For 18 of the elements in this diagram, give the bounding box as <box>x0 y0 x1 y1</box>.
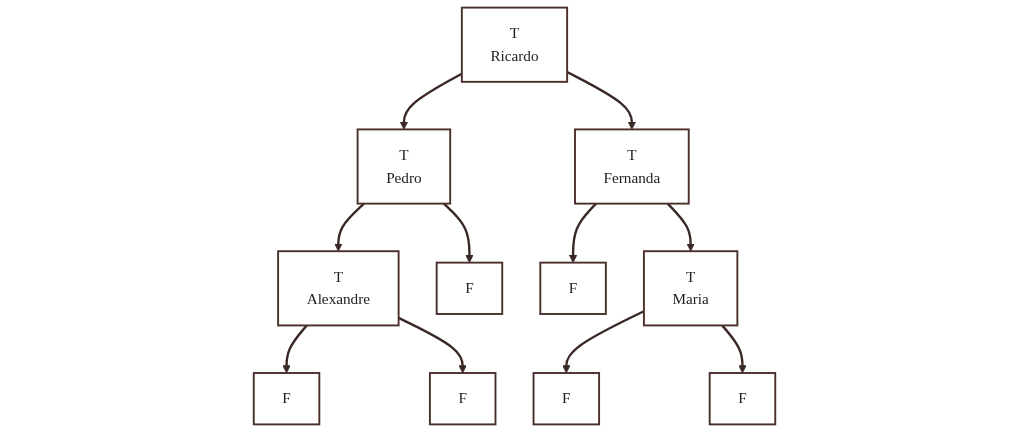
node-box: F <box>539 261 607 315</box>
node-box: F <box>708 372 777 426</box>
arrow <box>443 202 474 263</box>
arrow <box>568 202 597 263</box>
node-box: F <box>252 372 321 426</box>
arrow <box>666 202 695 252</box>
node-box: F <box>532 372 601 426</box>
arrow <box>398 316 467 374</box>
node-box: T Ricardo <box>460 6 569 83</box>
node-box: T Pedro <box>356 128 452 205</box>
arrow <box>282 324 308 374</box>
node-box: T Fernanda <box>574 128 690 205</box>
node-box: T Maria <box>642 250 739 327</box>
node-box: T Alexandre <box>277 250 400 327</box>
arrow <box>334 202 365 252</box>
node-box: F <box>435 261 504 315</box>
node-box: F <box>428 372 497 426</box>
arrow <box>721 324 747 374</box>
